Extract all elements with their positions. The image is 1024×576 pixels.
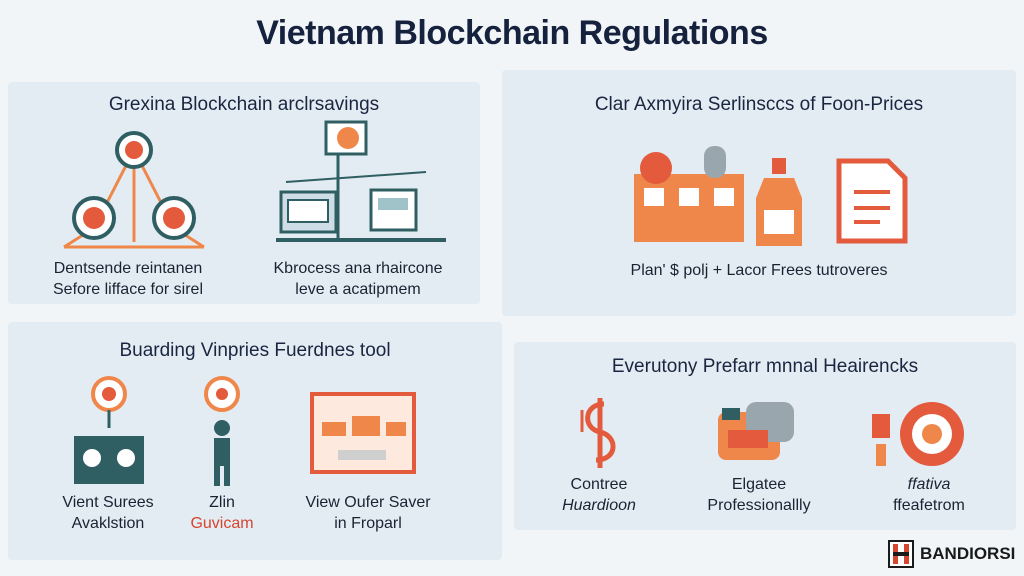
panel-title: Grexina Blockchain arclrsavings xyxy=(108,94,380,115)
panel-blockchain-savings: Grexina Blockchain arclrsavings Dentsend… xyxy=(8,82,480,304)
document-icon xyxy=(836,158,908,244)
panel-service-prices: Clar Axmyira Serlinsccs of Foon-Prices P… xyxy=(502,70,1016,316)
caption-right: Kbrocess ana rhaircone leve a acatipmem xyxy=(273,260,443,298)
panel-professional-hearings: Everutony Prefarr mnnal Heairencks Contr… xyxy=(514,342,1016,530)
caption-professionally: Elgatee Professionallly xyxy=(707,476,811,514)
gauge-icon xyxy=(872,402,964,466)
caption-validation: Vient Surees Avaklstion xyxy=(62,494,154,532)
price-caption: Plan' $ polj + Lacor Frees tutroveres xyxy=(630,262,888,279)
panel-title: Clar Axmyira Serlinsccs of Foon-Prices xyxy=(594,94,924,115)
caption-saver: View Oufer Saver in Froparl xyxy=(305,494,431,532)
market-stall-icon xyxy=(634,146,744,242)
caption-guardian: Contree Huardioon xyxy=(562,476,636,514)
chat-screen-icon xyxy=(718,402,794,460)
person-icon xyxy=(204,376,240,486)
currency-icon xyxy=(580,398,616,468)
logo-mark-icon xyxy=(888,540,914,568)
page-title: Vietnam Blockchain Regulations xyxy=(256,14,768,52)
balance-scale-icon xyxy=(276,120,446,242)
caption-platform: ffativa ffeafetrom xyxy=(893,476,965,514)
network-triangle-icon xyxy=(63,131,205,249)
panel-boarding-tool: Buarding Vinpries Fuerdnes tool Vient Su… xyxy=(8,322,502,560)
shipping-map-icon xyxy=(310,392,416,474)
bottle-icon xyxy=(756,158,802,246)
caption-guvicam: Zlin Guvicam xyxy=(190,494,254,532)
panel-title: Everutony Prefarr mnnal Heairencks xyxy=(611,356,919,377)
caption-left: Dentsende reintanen Sefore liffacе for s… xyxy=(53,260,203,298)
panel-title: Buarding Vinpries Fuerdnes tool xyxy=(119,340,391,361)
brand-logo: BANDIORSI xyxy=(888,540,1015,568)
logo-text: BANDIORSI xyxy=(920,544,1016,563)
monitor-station-icon xyxy=(74,376,144,484)
